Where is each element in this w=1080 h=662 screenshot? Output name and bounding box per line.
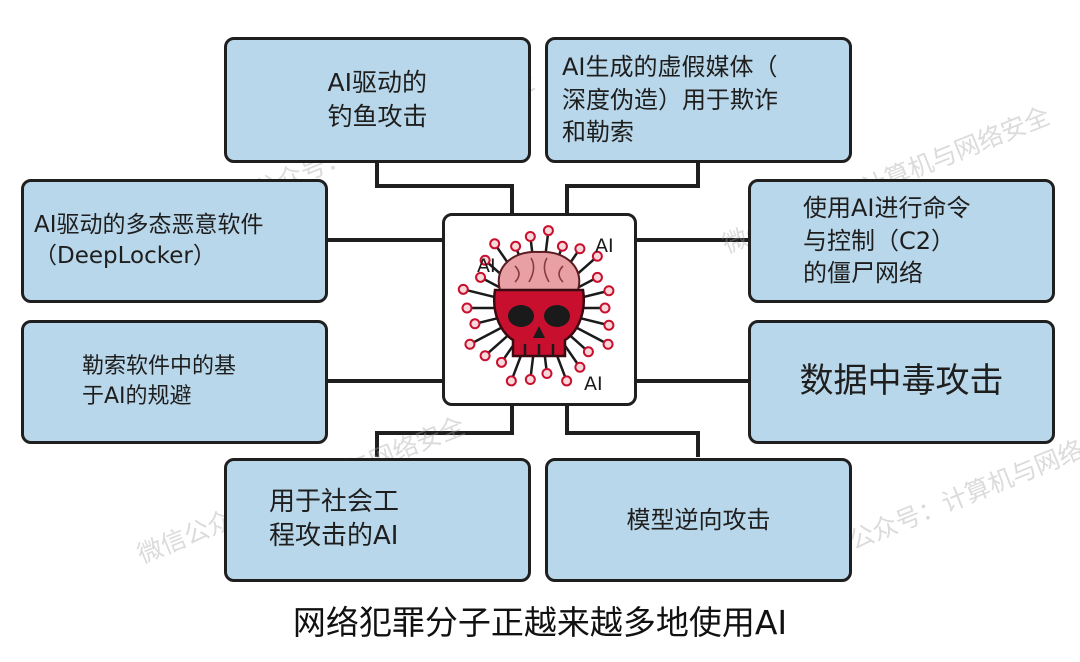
virus-spike-tip [599, 302, 611, 314]
box-ai-phishing: AI驱动的 钓鱼攻击 [224, 37, 531, 163]
virus-spike-tip [556, 240, 568, 252]
virus-spike-tip [475, 271, 487, 283]
virus-spike-tip [574, 243, 586, 255]
virus-spike-tip [582, 346, 594, 358]
virus-spike-tip [524, 373, 536, 385]
box-ai-phishing-label: AI驱动的 钓鱼攻击 [327, 68, 428, 131]
diagram-caption: 网络犯罪分子正越来越多地使用AI [292, 603, 788, 642]
virus-skull-brain-icon: AI AI AI [457, 225, 615, 395]
virus-spike [469, 326, 503, 346]
virus-spike-tip [510, 240, 522, 252]
virus-spike-tip [542, 225, 554, 237]
center-ai-label: AI [595, 235, 614, 257]
box-deepfake-media: AI生成的虚假媒体（ 深度伪造）用于欺诈 和勒索 [545, 37, 852, 163]
box-ai-malware: AI驱动的多态恶意软件 （DeepLocker） [21, 179, 328, 303]
virus-spike-tip [603, 285, 615, 297]
box-data-poisoning: 数据中毒攻击 [748, 320, 1055, 444]
virus-spike-tip [469, 318, 481, 330]
virus-spike-tip [541, 368, 553, 380]
virus-spike-tip [479, 350, 491, 362]
virus-spike-tip [505, 375, 517, 387]
virus-spike-tip [464, 338, 476, 350]
virus-spike-tip [591, 250, 603, 262]
box-ransomware-evasion-label: 勒索软件中的基 于AI的规避 [82, 354, 237, 409]
virus-spike-tip [457, 283, 469, 295]
center-virus-panel: AI AI AI [442, 213, 637, 406]
virus-spike-tip [591, 271, 603, 283]
virus-spike-tip [561, 375, 573, 387]
virus-spike-tip [496, 356, 508, 368]
box-ai-c2-botnet: 使用AI进行命令 与控制（C2） 的僵尸网络 [748, 179, 1055, 303]
virus-spike-tip [461, 302, 473, 314]
virus-spike-tip [602, 338, 614, 350]
box-deepfake-media-label: AI生成的虚假媒体（ 深度伪造）用于欺诈 和勒索 [562, 53, 778, 147]
box-model-inversion: 模型逆向攻击 [545, 458, 852, 582]
virus-spike-tip [479, 254, 491, 266]
box-social-engineering-label: 用于社会工 程攻击的AI [269, 487, 400, 551]
virus-spike-tip [603, 319, 615, 331]
virus-spike [462, 288, 499, 300]
virus-spike-tip [524, 231, 536, 243]
box-model-inversion-label: 模型逆向攻击 [626, 505, 771, 534]
center-ai-label: AI [584, 373, 603, 395]
virus-spike-tip [489, 238, 501, 250]
box-social-engineering: 用于社会工 程攻击的AI [224, 458, 531, 582]
box-ai-c2-botnet-label: 使用AI进行命令 与控制（C2） 的僵尸网络 [803, 194, 971, 288]
box-ransomware-evasion: 勒索软件中的基 于AI的规避 [21, 320, 328, 444]
box-data-poisoning-label: 数据中毒攻击 [799, 361, 1004, 402]
box-ai-malware-label: AI驱动的多态恶意软件 （DeepLocker） [34, 211, 264, 269]
virus-spike-tip [574, 361, 586, 373]
virus-spike [575, 326, 609, 346]
center-ai-label: AI [477, 255, 496, 277]
